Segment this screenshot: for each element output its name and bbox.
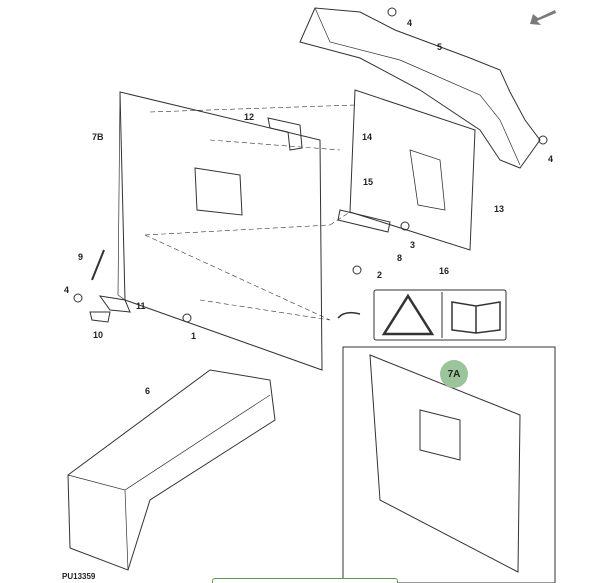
callout-9: 9	[78, 252, 84, 262]
warning-triangle-icon	[381, 293, 435, 336]
part-10	[89, 311, 111, 323]
part-9-spring	[91, 249, 105, 281]
callout-13: 13	[494, 204, 505, 214]
detail-box	[342, 346, 556, 583]
callout-7a-highlight[interactable]: 7A	[440, 360, 468, 388]
callout-16: 16	[439, 266, 450, 276]
callout-2: 2	[377, 270, 383, 280]
curved-arrow-icon	[337, 311, 361, 319]
part-11	[98, 295, 131, 313]
part-12	[267, 117, 303, 151]
part-13-box	[349, 89, 476, 251]
callout-4b: 4	[548, 154, 554, 164]
callout-15: 15	[363, 177, 374, 187]
tooltip-box	[212, 578, 398, 583]
manual-book-icon	[451, 301, 501, 334]
callout-3: 3	[410, 240, 416, 250]
callout-4: 4	[407, 18, 413, 28]
callout-12: 12	[244, 112, 255, 122]
arrow-icon	[530, 10, 556, 25]
part-6-duct	[67, 369, 276, 571]
callout-10: 10	[93, 330, 104, 340]
figure-id: PU13359	[62, 572, 96, 581]
callout-11: 11	[136, 301, 146, 311]
callout-4c: 4	[64, 285, 70, 295]
callout-8: 8	[397, 253, 403, 263]
callout-6: 6	[145, 386, 151, 396]
part-7a-panel	[369, 354, 521, 573]
callout-5: 5	[437, 42, 443, 52]
callout-7b: 7B	[92, 132, 104, 142]
callout-14: 14	[362, 132, 373, 142]
part-16-decal	[373, 289, 507, 341]
callout-1: 1	[191, 331, 197, 341]
callout-7a: 7A	[447, 368, 461, 380]
part-7b-panel	[119, 91, 323, 371]
part-5-shroud	[299, 7, 541, 169]
